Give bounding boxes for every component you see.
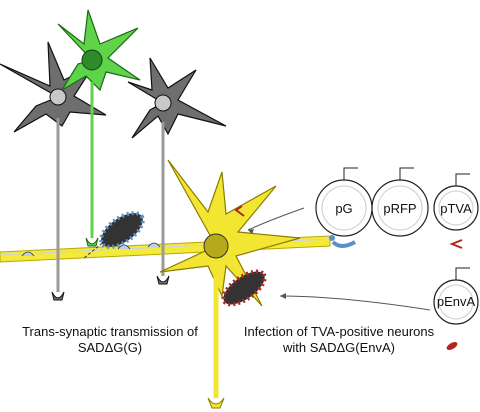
- plasmid-label: pEnvA: [437, 294, 476, 309]
- plasmid-pEnvA: pEnvA: [433, 267, 479, 350]
- arrows: [234, 205, 431, 311]
- caption-left-line2: SADΔG(G): [77, 340, 143, 355]
- sad-enva-virion: [221, 269, 267, 307]
- caption-left: Trans-synaptic transmission of SADΔG(G): [10, 324, 210, 356]
- plasmid-pTVA: pTVA: [433, 173, 479, 249]
- starter-neuron: [159, 159, 301, 409]
- plasmid-pG: pG: [315, 167, 373, 248]
- gray-neuron-right: [127, 57, 227, 285]
- plasmid-label: pRFP: [383, 201, 416, 216]
- gray-neuron-left: [0, 41, 107, 301]
- caption-right: Infection of TVA-positive neurons with S…: [236, 324, 442, 356]
- plasmid-pRFP: pRFP: [371, 167, 429, 237]
- caption-right-line1: Infection of TVA-positive neurons: [243, 324, 435, 339]
- caption-left-line1: Trans-synaptic transmission of: [22, 324, 198, 339]
- caption-right-line2: with SADΔG(EnvA): [283, 340, 395, 355]
- sad-g-virion: [83, 211, 145, 259]
- green-infected-neuron: [57, 9, 141, 247]
- plasmid-label: pTVA: [440, 201, 472, 216]
- plasmid-label: pG: [335, 201, 352, 216]
